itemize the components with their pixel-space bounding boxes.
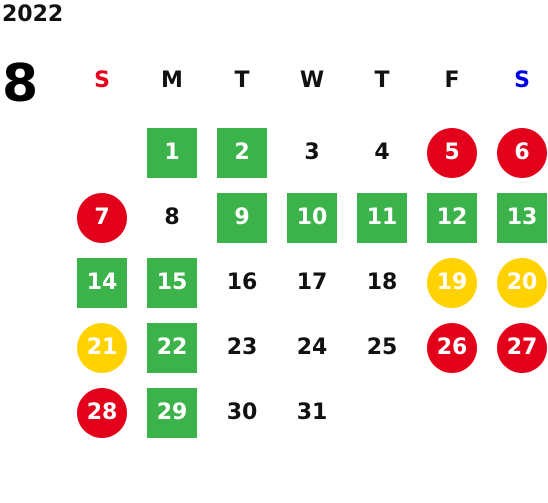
- day-cell[interactable]: 26: [417, 315, 487, 380]
- day-number: 13: [497, 192, 547, 243]
- day-number: 16: [226, 270, 258, 295]
- day-cell[interactable]: 7: [67, 185, 137, 250]
- day-cell[interactable]: 16: [207, 250, 277, 315]
- day-cell[interactable]: 6: [487, 120, 548, 185]
- day-number: 14: [77, 257, 127, 308]
- day-number: 27: [497, 322, 547, 373]
- day-cell[interactable]: 31: [277, 380, 347, 445]
- day-number: 11: [357, 192, 407, 243]
- day-cell[interactable]: 10: [277, 185, 347, 250]
- day-cell[interactable]: 24: [277, 315, 347, 380]
- day-cell[interactable]: 19: [417, 250, 487, 315]
- day-number: 25: [366, 335, 398, 360]
- month-label: 8: [2, 54, 39, 114]
- weekday-header: S: [514, 67, 530, 93]
- weekday-header: S: [94, 67, 110, 93]
- weekday-header: W: [299, 67, 325, 93]
- day-number: 4: [374, 140, 390, 165]
- day-number: 28: [77, 387, 127, 438]
- day-cell[interactable]: 4: [347, 120, 417, 185]
- day-number: 12: [427, 192, 477, 243]
- day-cell[interactable]: 14: [67, 250, 137, 315]
- weekday-header: T: [374, 67, 390, 93]
- day-number: 19: [427, 257, 477, 308]
- day-number: 17: [296, 270, 328, 295]
- day-number: 22: [147, 322, 197, 373]
- day-number: 15: [147, 257, 197, 308]
- day-cell[interactable]: 13: [487, 185, 548, 250]
- day-cell[interactable]: 5: [417, 120, 487, 185]
- day-number: 5: [427, 127, 477, 178]
- day-cell[interactable]: 3: [277, 120, 347, 185]
- day-number: 21: [77, 322, 127, 373]
- day-cell[interactable]: 2: [207, 120, 277, 185]
- weekday-header: T: [234, 67, 250, 93]
- year-label: 2022: [2, 2, 64, 27]
- day-cell[interactable]: 9: [207, 185, 277, 250]
- day-cell[interactable]: 11: [347, 185, 417, 250]
- day-cell[interactable]: 27: [487, 315, 548, 380]
- day-cell[interactable]: 17: [277, 250, 347, 315]
- day-number: 20: [497, 257, 547, 308]
- day-cell[interactable]: 18: [347, 250, 417, 315]
- day-number: 29: [147, 387, 197, 438]
- day-number: 23: [226, 335, 258, 360]
- day-number: 1: [147, 127, 197, 178]
- day-cell[interactable]: 20: [487, 250, 548, 315]
- day-cell[interactable]: 29: [137, 380, 207, 445]
- day-cell[interactable]: 23: [207, 315, 277, 380]
- day-cell[interactable]: 28: [67, 380, 137, 445]
- day-number: 7: [77, 192, 127, 243]
- day-cell[interactable]: 22: [137, 315, 207, 380]
- day-cell[interactable]: 1: [137, 120, 207, 185]
- day-number: 9: [217, 192, 267, 243]
- day-number: 8: [164, 205, 180, 230]
- day-number: 2: [217, 127, 267, 178]
- day-cell[interactable]: 12: [417, 185, 487, 250]
- day-number: 10: [287, 192, 337, 243]
- day-number: 30: [226, 400, 258, 425]
- day-number: 18: [366, 270, 398, 295]
- day-number: 3: [304, 140, 320, 165]
- weekday-header: M: [161, 67, 183, 93]
- day-cell[interactable]: 21: [67, 315, 137, 380]
- day-number: 6: [497, 127, 547, 178]
- day-number: 26: [427, 322, 477, 373]
- weekday-header: F: [444, 67, 460, 93]
- day-cell[interactable]: 30: [207, 380, 277, 445]
- day-cell[interactable]: 15: [137, 250, 207, 315]
- day-cell[interactable]: 8: [137, 185, 207, 250]
- day-number: 31: [296, 400, 328, 425]
- day-cell[interactable]: 25: [347, 315, 417, 380]
- day-number: 24: [296, 335, 328, 360]
- empty-day-cell: [67, 120, 137, 185]
